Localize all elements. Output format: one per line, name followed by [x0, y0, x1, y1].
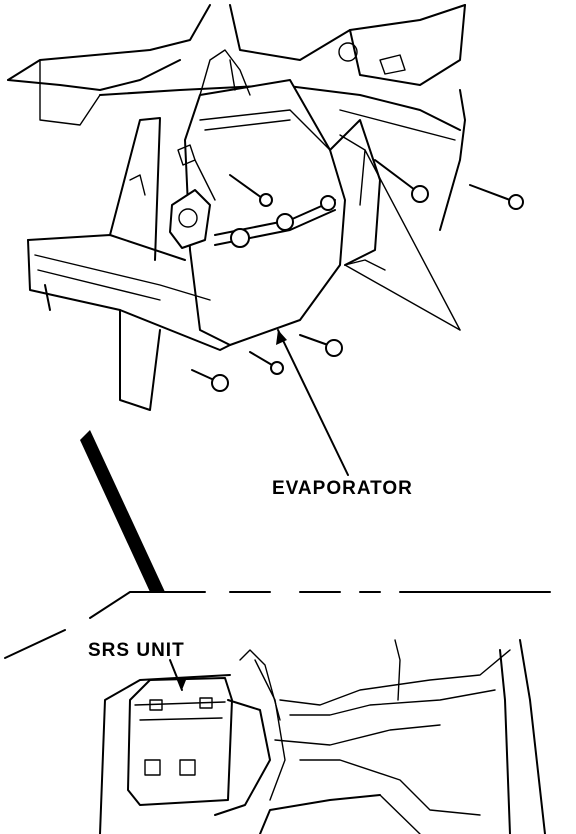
srs-unit-label: SRS UNIT	[88, 640, 185, 661]
lower-duct	[27, 117, 231, 411]
bolt	[469, 184, 524, 210]
bolt	[374, 159, 429, 203]
evaporator-housing	[169, 49, 386, 346]
evaporator-leader-arrow	[276, 329, 349, 476]
section-separator	[4, 591, 551, 659]
evaporator-label: EVAPORATOR	[272, 478, 413, 499]
callout-wedge	[80, 430, 165, 592]
bolt	[299, 334, 343, 357]
srs-unit-detail	[99, 639, 546, 834]
bolt	[249, 351, 284, 375]
bolt	[191, 369, 229, 392]
mounting-bolts	[191, 159, 524, 392]
dashboard-structure	[7, 4, 466, 231]
bolt	[229, 174, 273, 207]
guide-lines	[339, 109, 461, 331]
